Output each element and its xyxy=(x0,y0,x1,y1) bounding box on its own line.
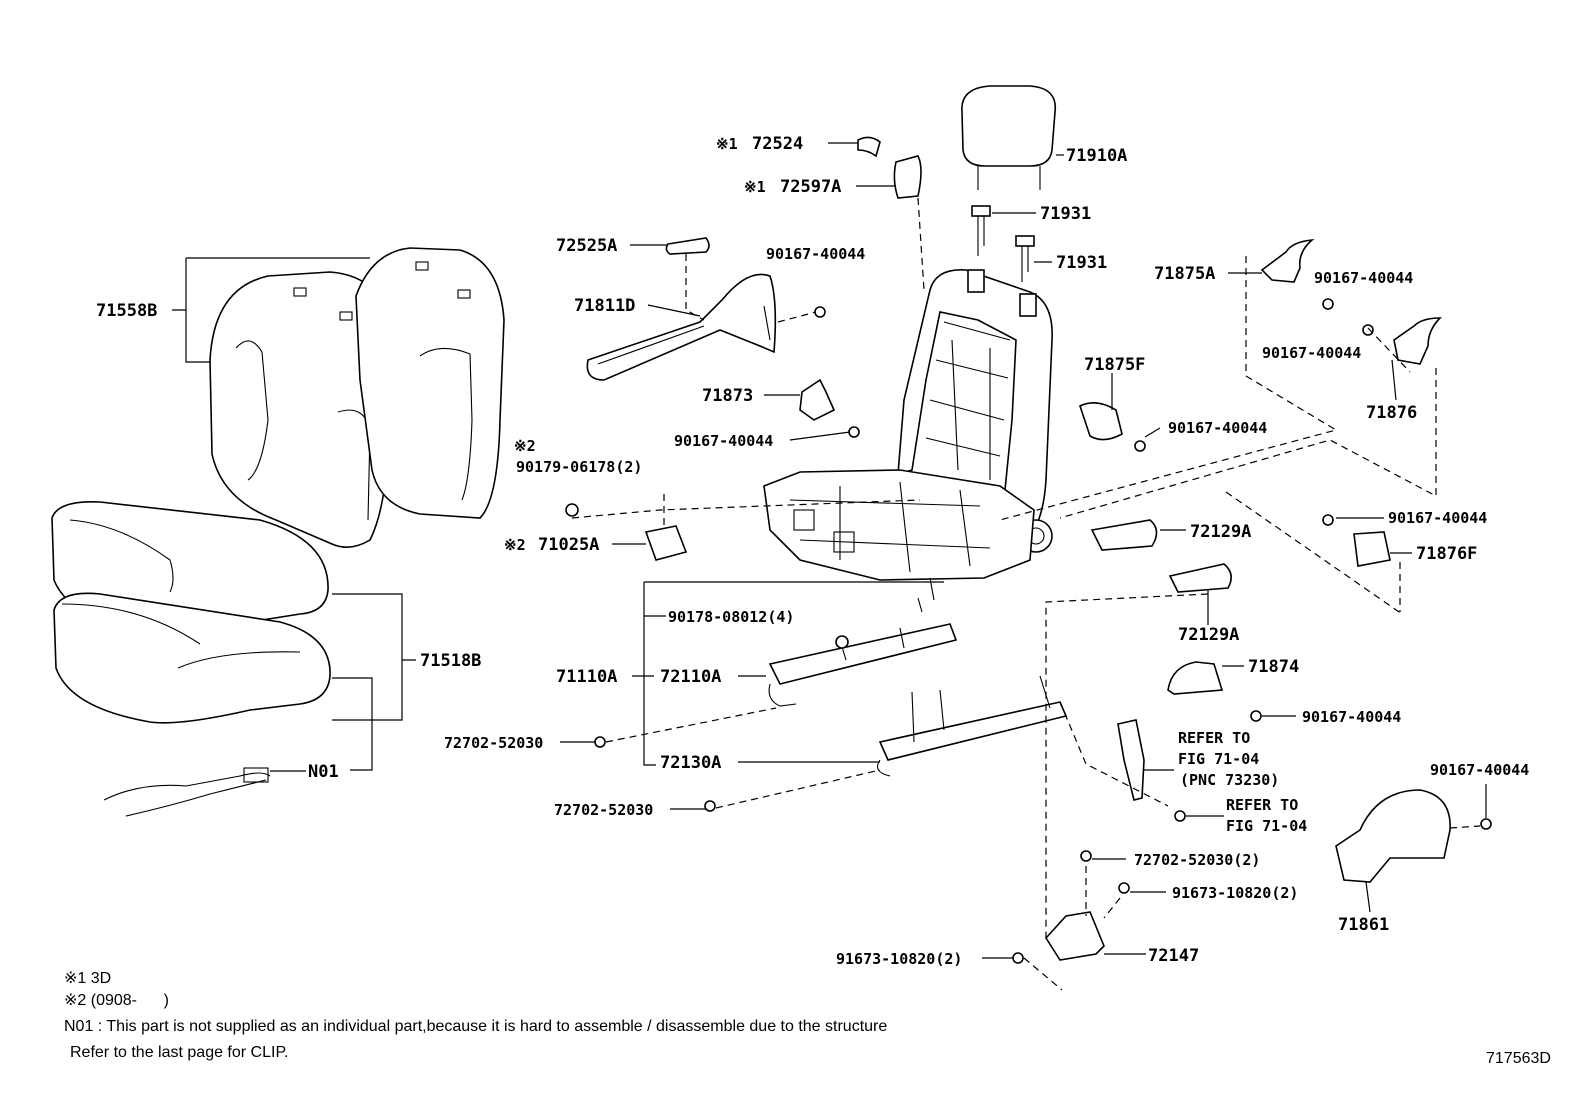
label-71558B: 71558B xyxy=(96,301,157,321)
label-72110A: 72110A xyxy=(660,667,721,687)
label-72702-52030-b: 72702-52030 xyxy=(554,801,653,819)
label-90167-40044-f: 90167-40044 xyxy=(1388,509,1487,527)
label-71910A: 71910A xyxy=(1066,146,1127,166)
label-71025A: 71025A xyxy=(538,535,599,555)
label-71811D: 71811D xyxy=(574,296,635,316)
label-71518B: 71518B xyxy=(420,651,481,671)
footnote-1: ※1 3D xyxy=(64,970,111,987)
label-71861: 71861 xyxy=(1338,915,1389,935)
rail-cover-drawing xyxy=(1090,519,1232,593)
label-72702-52030-c: 72702-52030(2) xyxy=(1134,851,1260,869)
footnote-n01: N01 : This part is not supplied as an in… xyxy=(64,1018,887,1035)
label-71875F: 71875F xyxy=(1084,355,1145,375)
footnote-clip: Refer to the last page for CLIP. xyxy=(70,1044,289,1061)
label-72597A: 72597A xyxy=(780,177,841,197)
recliner-cover-drawing xyxy=(586,273,777,381)
dashed-guide-lines xyxy=(571,197,1481,991)
refer-2-line-1: REFER TO xyxy=(1226,796,1298,814)
label-91673-10820-a: 91673-10820(2) xyxy=(1172,884,1298,902)
wire-harness-drawing xyxy=(103,767,271,817)
label-71931-upper: 71931 xyxy=(1040,204,1091,224)
fastener-drawings xyxy=(565,298,1492,964)
label-90167-40044-b: 90167-40044 xyxy=(1314,269,1413,287)
cover-71875F-drawing xyxy=(1079,402,1123,441)
label-91673-10820-b: 91673-10820(2) xyxy=(836,950,962,968)
cover-71861-drawing xyxy=(1335,789,1451,883)
label-71876: 71876 xyxy=(1366,403,1417,423)
seat-cushion-drawing xyxy=(51,501,331,724)
cover-71876F-drawing xyxy=(1353,531,1391,567)
bracket-72147-drawing xyxy=(1044,911,1105,961)
label-90178-08012: 90178-08012(4) xyxy=(668,608,794,626)
seatback-pad-drawing xyxy=(209,247,505,548)
bracket-71873-drawing xyxy=(799,378,836,421)
label-N01: N01 xyxy=(308,762,339,782)
footnote-2: ※2 (0908- ) xyxy=(64,992,169,1009)
figure-id: 717563D xyxy=(1486,1050,1551,1067)
label-72129A-lower: 72129A xyxy=(1178,625,1239,645)
refer-1-line-1: REFER TO xyxy=(1178,729,1250,747)
seat-cushion-frame-drawing xyxy=(763,469,1035,613)
cover-71874-drawing xyxy=(1167,661,1224,695)
refer-2-line-2: FIG 71-04 xyxy=(1226,817,1307,835)
label-90167-40044-a: 90167-40044 xyxy=(766,245,865,263)
refer-1-line-2: FIG 71-04 xyxy=(1178,750,1259,768)
mark-2a: ※2 xyxy=(514,437,536,455)
label-71875A: 71875A xyxy=(1154,264,1215,284)
mark-1a: ※1 xyxy=(716,135,738,153)
buckle-drawing xyxy=(1117,719,1145,801)
label-90167-40044-h: 90167-40044 xyxy=(1430,761,1529,779)
label-90167-40044-d: 90167-40044 xyxy=(674,432,773,450)
label-71110A: 71110A xyxy=(556,667,617,687)
label-72147: 72147 xyxy=(1148,946,1199,966)
mark-2b: ※2 xyxy=(504,536,526,554)
label-72702-52030-a: 72702-52030 xyxy=(444,734,543,752)
refer-1-line-3: (PNC 73230) xyxy=(1180,771,1279,789)
leader-lines xyxy=(172,142,1487,959)
label-71876F: 71876F xyxy=(1416,544,1477,564)
headrest-guide-drawing xyxy=(971,205,1035,282)
label-71873: 71873 xyxy=(702,386,753,406)
headrest-drawing xyxy=(961,85,1057,190)
mark-1b: ※1 xyxy=(744,178,766,196)
label-90167-40044-c: 90167-40044 xyxy=(1262,344,1361,362)
knob-drawing xyxy=(1260,238,1442,365)
label-90179-06178: 90179-06178(2) xyxy=(516,458,642,476)
cover-clip-drawing xyxy=(857,136,922,199)
seat-rail-drawing xyxy=(768,623,1068,777)
sensor-71025A-drawing xyxy=(644,525,688,561)
label-71874: 71874 xyxy=(1248,657,1299,677)
label-72525A: 72525A xyxy=(556,236,617,256)
label-72130A: 72130A xyxy=(660,753,721,773)
knob-clip-drawing xyxy=(665,237,710,255)
label-72524: 72524 xyxy=(752,134,803,154)
label-90167-40044-e: 90167-40044 xyxy=(1168,419,1267,437)
label-90167-40044-g: 90167-40044 xyxy=(1302,708,1401,726)
label-71931-lower: 71931 xyxy=(1056,253,1107,273)
label-72129A-upper: 72129A xyxy=(1190,522,1251,542)
